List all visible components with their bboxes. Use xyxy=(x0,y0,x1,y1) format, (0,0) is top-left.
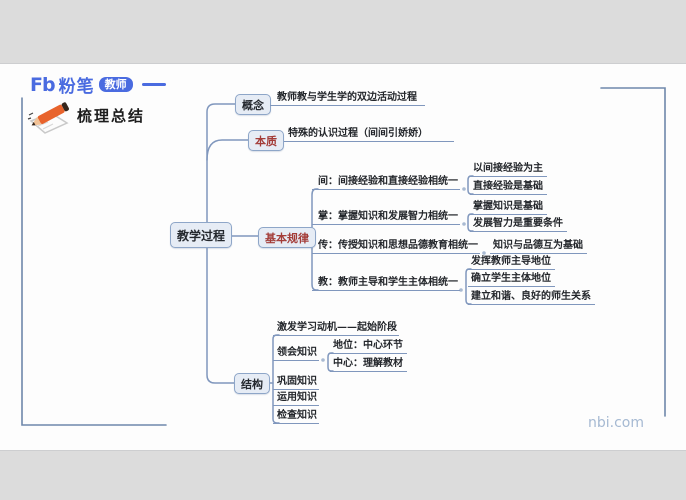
root-node: 教学过程 xyxy=(170,222,233,248)
essence-text: 特殊的认识过程（间间引娇娇） xyxy=(284,129,454,142)
edge-root-to-concept xyxy=(206,103,236,225)
leaf: 地位：中心环节 xyxy=(330,341,407,354)
branch-box-concept: 概念 xyxy=(235,94,271,115)
bracket-row1 xyxy=(467,175,474,195)
leaf: 掌握知识是基础 xyxy=(470,202,547,215)
logo-wordmark: 粉笔 xyxy=(58,77,95,97)
bracket-comprehend xyxy=(327,352,334,372)
logo-fb-mark: Fb xyxy=(30,73,56,96)
letterbox-top xyxy=(0,0,686,64)
law-row-moral: 传：传授知识和思想品德教育相统一 xyxy=(312,241,480,254)
leaf: 知识与品德互为基础 xyxy=(490,241,587,254)
structure-row-check: 检查知识 xyxy=(273,411,319,424)
leaf: 以间接经验为主 xyxy=(470,164,547,177)
pencil-icon xyxy=(27,102,69,134)
branch-box-structure: 结构 xyxy=(234,373,270,394)
law-row-mastery: 掌：掌握知识和发展智力相统一 xyxy=(312,212,460,225)
edge-root-to-essence xyxy=(206,139,249,161)
edge-root-to-structure xyxy=(206,245,235,384)
bracket-row4 xyxy=(465,268,472,305)
watermark: nbi.com xyxy=(588,415,644,431)
structure-row-comprehend: 领会知识 xyxy=(273,348,319,361)
leaf: 发挥教师主导地位 xyxy=(468,257,555,270)
letterbox-bottom xyxy=(0,450,686,500)
branch-box-essence: 本质 xyxy=(248,130,284,151)
sketch-frame xyxy=(21,87,666,426)
leaf: 确立学生主体地位 xyxy=(468,274,555,287)
leaf: 直接经验是基础 xyxy=(470,182,547,195)
branch-box-laws: 基本规律 xyxy=(258,227,316,248)
leaf: 发展智力是重要条件 xyxy=(470,219,567,232)
bracket-row2 xyxy=(467,213,474,232)
structure-row-apply: 运用知识 xyxy=(273,393,319,406)
leaf: 中心：理解教材 xyxy=(330,359,407,372)
law-row-teacher-student: 教：教师主导和学生主体相统一 xyxy=(312,278,460,291)
structure-row-motivation: 激发学习动机——起始阶段 xyxy=(273,323,399,336)
concept-text: 教师教与学生学的双边活动过程 xyxy=(270,93,425,106)
structure-row-consolidate: 巩固知识 xyxy=(273,377,319,390)
leaf: 建立和谐、良好的师生关系 xyxy=(468,292,595,305)
logo-teacher-badge: 教师 xyxy=(98,77,133,92)
subtitle-label: 梳理总结 xyxy=(77,107,146,125)
logo-dash xyxy=(141,83,166,86)
brand-logo: Fb 粉笔 教师 xyxy=(30,72,166,97)
law-row-indirect: 间：间接经验和直接经验相统一 xyxy=(312,177,460,190)
junction-dots xyxy=(321,187,486,362)
